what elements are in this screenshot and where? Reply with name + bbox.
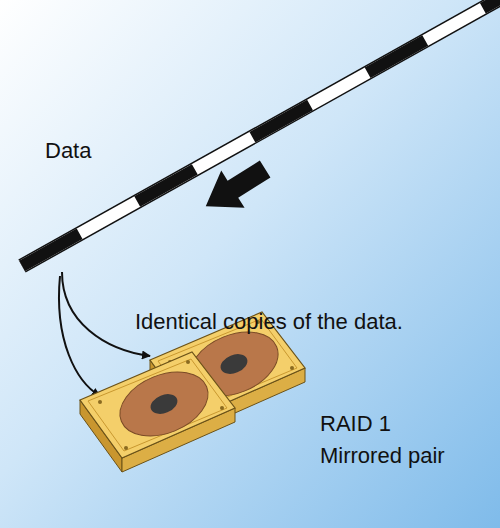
hard-drive [80,352,235,472]
input-arrow [194,150,277,224]
data-bar [22,0,500,266]
copy-arrow [59,276,100,396]
text-label: RAID 1 Mirrored pair [320,408,462,472]
text-label: Data [45,135,91,167]
text-label: Identical copies of the data. [135,306,403,338]
